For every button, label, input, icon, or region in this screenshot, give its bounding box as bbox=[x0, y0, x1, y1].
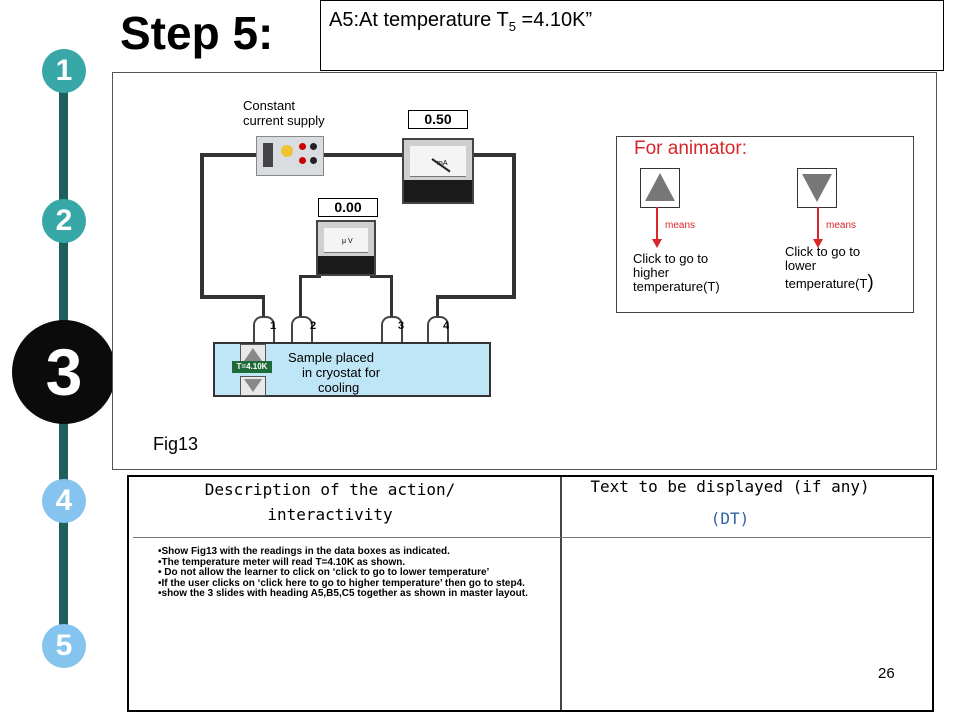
step-4-button[interactable]: 4 bbox=[42, 479, 86, 523]
lower-text-line3: temperature(T) bbox=[785, 273, 874, 292]
temperature-down-button[interactable] bbox=[240, 376, 266, 396]
col1-header-line1: Description of the action/ bbox=[204, 480, 456, 499]
voltmeter-base bbox=[318, 256, 374, 274]
heading-suffix: =4.10K” bbox=[515, 9, 593, 31]
lower-text-line2: lower bbox=[785, 258, 817, 273]
wire-top-mid bbox=[322, 153, 404, 157]
step-5-button[interactable]: 5 bbox=[42, 624, 86, 668]
arrow-down-icon bbox=[813, 239, 823, 248]
triangle-up-icon bbox=[645, 173, 675, 201]
col2-header-line2: (DT) bbox=[710, 509, 750, 528]
probe-1 bbox=[253, 316, 275, 346]
animator-title: For animator: bbox=[634, 138, 747, 159]
arrow-left-line bbox=[656, 207, 658, 239]
slide-title: Step 5: bbox=[120, 7, 274, 59]
supply-terminal bbox=[310, 143, 317, 150]
action-table bbox=[127, 475, 934, 712]
sample-label-line1: Sample placed bbox=[288, 350, 374, 365]
step-1-button[interactable]: 1 bbox=[42, 49, 86, 93]
heading-text: A5:At temperature T5 =4.10K” bbox=[329, 9, 592, 34]
sample-label-line2: in cryostat for bbox=[302, 365, 381, 380]
wire-top-left bbox=[200, 153, 258, 157]
probe-2 bbox=[291, 316, 313, 346]
col2-header-line1: Text to be displayed (if any) bbox=[590, 477, 870, 496]
down-arrow-icon bbox=[244, 379, 262, 392]
probe-3 bbox=[381, 316, 403, 346]
heading-subscript: 5 bbox=[508, 19, 516, 34]
wire-left-bottom bbox=[200, 295, 262, 299]
probe-number-4: 4 bbox=[443, 320, 450, 332]
supply-terminal bbox=[299, 157, 306, 164]
ammeter-unit: mA bbox=[437, 160, 448, 167]
ammeter-base bbox=[404, 180, 472, 202]
supply-knob bbox=[281, 145, 293, 157]
sample-label-line3: cooling bbox=[318, 380, 360, 395]
means-label-left: means bbox=[665, 220, 696, 231]
figure-caption: Fig13 bbox=[153, 434, 199, 454]
voltmeter-face: μ V bbox=[324, 228, 368, 253]
wire-left-vertical bbox=[200, 153, 204, 298]
voltmeter: μ V bbox=[316, 220, 376, 276]
column-divider bbox=[560, 477, 562, 710]
supply-display bbox=[263, 143, 273, 167]
step-2-button[interactable]: 2 bbox=[42, 199, 86, 243]
higher-text-line2: higher bbox=[633, 265, 670, 280]
probe-number-1: 1 bbox=[270, 320, 277, 332]
action-bullet-2: •The temperature meter will read T=4.10K… bbox=[158, 556, 406, 568]
means-label-right: means bbox=[826, 220, 857, 231]
animator-note-box bbox=[616, 136, 914, 313]
action-bullet-4: •If the user clicks on ‘click here to go… bbox=[158, 577, 525, 589]
page-number: 26 bbox=[878, 665, 895, 682]
action-bullet-5: •show the 3 slides with heading A5,B5,C5… bbox=[158, 588, 528, 599]
heading-prefix: A5:At temperature T bbox=[329, 9, 509, 31]
wire-top-right bbox=[470, 153, 515, 157]
wire-volt-left bbox=[299, 275, 321, 278]
ammeter-readout: 0.50 bbox=[408, 110, 468, 129]
higher-text-line3: temperature(T) bbox=[633, 279, 720, 294]
wire-probe3 bbox=[390, 275, 393, 325]
higher-temperature-button[interactable] bbox=[640, 168, 680, 208]
up-arrow-icon bbox=[244, 348, 262, 361]
triangle-down-icon bbox=[802, 174, 832, 202]
voltmeter-readout: 0.00 bbox=[318, 198, 378, 217]
supply-terminal bbox=[310, 157, 317, 164]
step-3-button-active[interactable]: 3 bbox=[12, 320, 116, 424]
higher-text-line1: Click to go to bbox=[633, 251, 709, 266]
lower-temperature-button[interactable] bbox=[797, 168, 837, 208]
ammeter: mA bbox=[402, 138, 474, 204]
supply-label-line2: current supply bbox=[243, 113, 325, 128]
lower-text-line1: Click to go to bbox=[785, 244, 861, 259]
lower-text-line3-b: ) bbox=[867, 272, 874, 293]
arrow-right-line bbox=[817, 207, 819, 239]
ammeter-face: mA bbox=[410, 146, 466, 177]
action-bullet-3: • Do not allow the learner to click on ‘… bbox=[158, 567, 490, 578]
current-supply-device bbox=[256, 136, 324, 176]
arrow-down-icon bbox=[652, 239, 662, 248]
wire-probe2 bbox=[299, 275, 302, 325]
action-description-list: •Show Fig13 with the readings in the dat… bbox=[158, 546, 528, 600]
action-bullet-1: •Show Fig13 with the readings in the dat… bbox=[158, 546, 450, 557]
wire-probe1 bbox=[262, 295, 265, 325]
voltmeter-unit: μ V bbox=[342, 238, 353, 245]
header-divider bbox=[133, 537, 931, 538]
wire-volt-right bbox=[370, 275, 393, 278]
wire-right-vertical bbox=[512, 153, 516, 298]
lower-text-line3-a: temperature(T bbox=[785, 276, 868, 291]
temperature-display: T=4.10K bbox=[232, 361, 272, 373]
probe-number-2: 2 bbox=[310, 320, 317, 332]
col1-header-line2: interactivity bbox=[267, 505, 393, 524]
heading-box: A5:At temperature T5 =4.10K” bbox=[320, 0, 944, 71]
wire-right-bottom bbox=[436, 295, 516, 299]
wire-probe4 bbox=[436, 295, 439, 325]
supply-label-line1: Constant bbox=[243, 98, 296, 113]
probe-4 bbox=[427, 316, 449, 346]
supply-terminal bbox=[299, 143, 306, 150]
probe-number-3: 3 bbox=[398, 320, 405, 332]
